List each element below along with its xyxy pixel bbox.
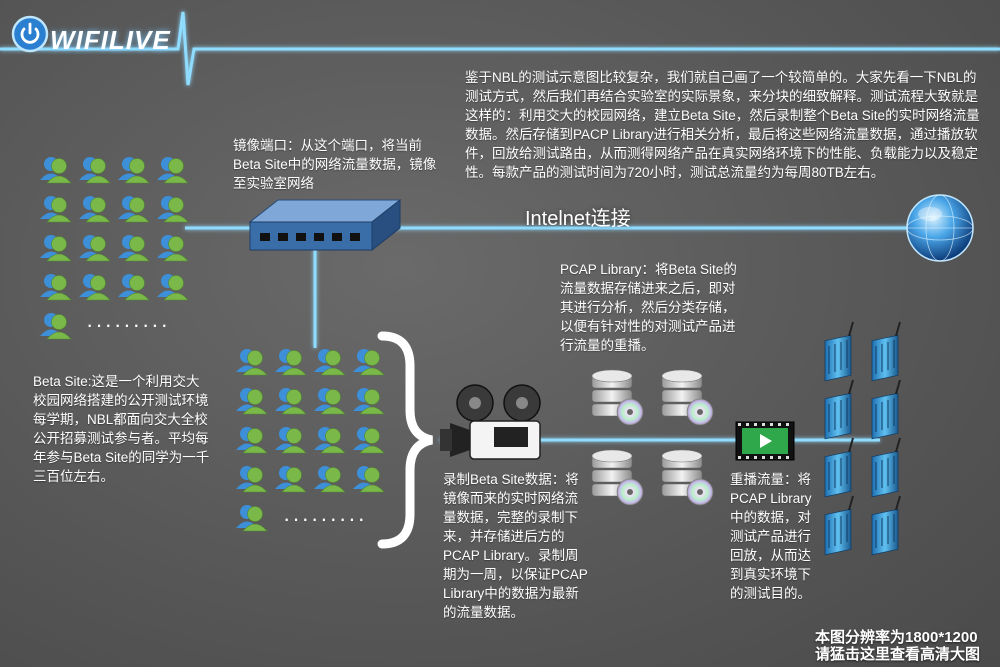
user-icon bbox=[39, 312, 72, 340]
user-icon bbox=[156, 273, 189, 301]
record-caption: 录制Beta Site数据：将镜像而来的实时网络流量数据，完整的录制下来，并存储… bbox=[443, 472, 588, 620]
user-icon bbox=[39, 273, 72, 301]
lab-user-group bbox=[235, 348, 385, 532]
user-icon bbox=[156, 234, 189, 262]
user-icon bbox=[117, 156, 150, 184]
user-icon bbox=[313, 387, 346, 415]
user-icon bbox=[235, 387, 268, 415]
resolution-note[interactable]: 本图分辨率为1800*1200 请猛击这里查看高清大图 bbox=[815, 629, 1000, 663]
user-icon bbox=[235, 465, 268, 493]
user-icon bbox=[39, 234, 72, 262]
header-heartbeat-line bbox=[0, 11, 1000, 86]
power-icon bbox=[11, 15, 49, 53]
user-icon bbox=[78, 273, 111, 301]
user-icon bbox=[117, 234, 150, 262]
user-icon bbox=[117, 195, 150, 223]
pcap-library-caption: PCAP Library：将Beta Site的流量数据存储进来之后，即对其进行… bbox=[560, 262, 737, 353]
intro-paragraph: 鉴于NBL的测试示意图比较复杂，我们就自己画了一个较简单的。大家先看一下NBL的… bbox=[465, 70, 980, 180]
beta-site-caption: Beta Site:这是一个利用交大校园网络搭建的公开测试环境每学期，NBL都面… bbox=[33, 374, 210, 484]
user-group-brace bbox=[377, 331, 434, 549]
upper-users-ellipsis: ········· bbox=[86, 312, 170, 337]
user-icon bbox=[352, 387, 385, 415]
user-icon bbox=[235, 426, 268, 454]
user-icon bbox=[235, 504, 268, 532]
resolution-note-line1: 本图分辨率为1800*1200 bbox=[815, 629, 978, 646]
user-icon bbox=[274, 348, 307, 376]
test-router-icons bbox=[824, 321, 901, 556]
internet-connection-label: Intelnet连接 bbox=[525, 208, 631, 230]
video-camera-icon bbox=[440, 384, 541, 460]
user-icon bbox=[78, 156, 111, 184]
user-icon bbox=[274, 387, 307, 415]
replay-film-icon bbox=[735, 421, 795, 461]
user-icon bbox=[235, 348, 268, 376]
logo-text: WIFILIVE bbox=[50, 25, 171, 55]
mirror-port-caption: 镜像端口：从这个端口，将当前Beta Site中的网络流量数据，镜像至实验室网络 bbox=[233, 138, 437, 191]
user-icon bbox=[39, 156, 72, 184]
user-icon bbox=[313, 426, 346, 454]
user-icon bbox=[274, 426, 307, 454]
user-icon bbox=[352, 465, 385, 493]
resolution-note-line2[interactable]: 请猛击这里查看高清大图 bbox=[815, 646, 981, 663]
user-icon bbox=[39, 195, 72, 223]
user-icon bbox=[156, 156, 189, 184]
user-icon bbox=[156, 195, 189, 223]
pcap-storage-icons bbox=[591, 369, 714, 506]
user-icon bbox=[313, 465, 346, 493]
user-icon bbox=[78, 195, 111, 223]
internet-globe-icon bbox=[906, 194, 974, 262]
user-icon bbox=[117, 273, 150, 301]
user-icon bbox=[274, 465, 307, 493]
replay-caption: 重播流量：将PCAP Library中的数据，对测试产品进行回放，从而达到真实环… bbox=[730, 472, 812, 601]
user-icon bbox=[352, 426, 385, 454]
lower-users-ellipsis: ········· bbox=[283, 506, 367, 531]
mirror-switch-icon bbox=[248, 198, 402, 252]
user-icon bbox=[78, 234, 111, 262]
user-icon bbox=[352, 348, 385, 376]
user-icon bbox=[313, 348, 346, 376]
